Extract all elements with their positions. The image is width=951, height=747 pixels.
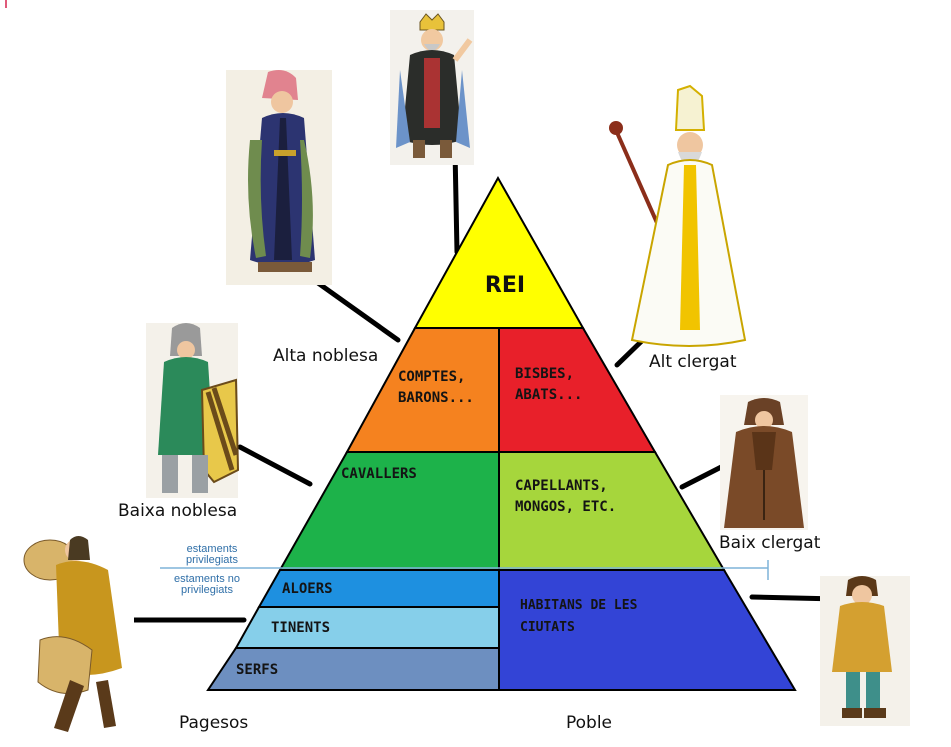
nonprivileged-label-line2: privilegiats [181, 584, 233, 596]
monk-figure [720, 395, 808, 530]
privileged-label-line1: estaments [187, 543, 238, 555]
tinents-label: TINENTS [271, 620, 330, 636]
bishop-figure [609, 84, 747, 347]
capellants-label-line2: MONGOS, ETC. [515, 499, 616, 515]
cavallers-label: CAVALLERS [341, 466, 417, 482]
habitans-label-line2: CIUTATS [520, 620, 575, 635]
baixa-noblesa-label: Baixa noblesa [118, 501, 238, 521]
knight-figure [146, 323, 240, 498]
alt-clergat-label: Alt clergat [649, 352, 737, 372]
line-knight [237, 444, 313, 487]
bisbes-label-line1: BISBES, [515, 366, 574, 382]
privileged-label-line2: privilegiats [186, 554, 238, 566]
tier-habitans [498, 569, 797, 691]
tier-labels: REI COMPTES, BARONS... BISBES, ABATS... … [236, 273, 638, 678]
bisbes-label-line2: ABATS... [515, 387, 582, 403]
baix-clergat-label: Baix clergat [719, 533, 821, 553]
high-noble-figure [226, 70, 332, 285]
poble-label: Poble [566, 713, 613, 733]
townsman-figure [820, 576, 910, 726]
privilege-divider: estaments privilegiats estaments no priv… [160, 543, 769, 596]
line-high-noble [315, 280, 401, 343]
pyramid [206, 175, 797, 691]
line-king [452, 147, 460, 255]
nonprivileged-label-line1: estaments no [174, 573, 240, 585]
tier-rei [413, 175, 585, 329]
alta-noblesa-label: Alta noblesa [273, 346, 379, 366]
serfs-label: SERFS [236, 662, 278, 678]
rei-label: REI [485, 273, 525, 298]
aloers-label: ALOERS [282, 581, 333, 597]
comptes-label-line2: BARONS... [398, 390, 474, 406]
corner-mark [5, 0, 7, 8]
comptes-label-line1: COMPTES, [398, 369, 465, 385]
pagesos-label: Pagesos [179, 713, 249, 733]
habitans-label-line1: HABITANS DE LES [520, 598, 638, 613]
king-figure [390, 10, 474, 165]
capellants-label-line1: CAPELLANTS, [515, 478, 608, 494]
peasant-figure [22, 528, 134, 740]
